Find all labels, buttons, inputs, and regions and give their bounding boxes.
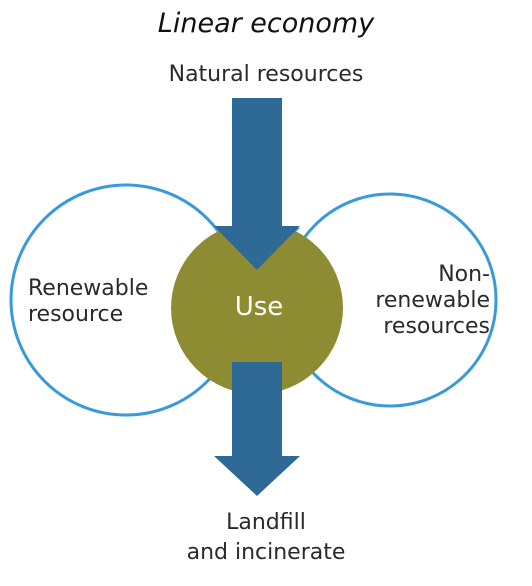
diagram-title: Linear economy — [157, 8, 375, 39]
non-renewable-resources-label: Non- renewable resources — [360, 262, 490, 340]
natural-resources-label: Natural resources — [168, 62, 364, 87]
landfill-label-line: Landfill — [226, 510, 306, 535]
non-renewable-resources-label-line: resources — [383, 314, 490, 339]
non-renewable-resources-label-line: Non- — [438, 262, 490, 287]
renewable-resource-label: Renewable resource — [28, 276, 148, 328]
use-label: Use — [234, 292, 284, 322]
landfill-label-line: and incinerate — [186, 540, 346, 565]
renewable-resource-label-line: Renewable — [28, 276, 149, 301]
output-arrow — [214, 362, 300, 496]
input-arrow — [214, 98, 300, 270]
landfill-label: Landfill and incinerate — [0, 508, 532, 568]
renewable-resource-label-line: resource — [28, 302, 124, 327]
non-renewable-resources-label-line: renewable — [375, 288, 490, 313]
use-circle — [171, 222, 343, 394]
